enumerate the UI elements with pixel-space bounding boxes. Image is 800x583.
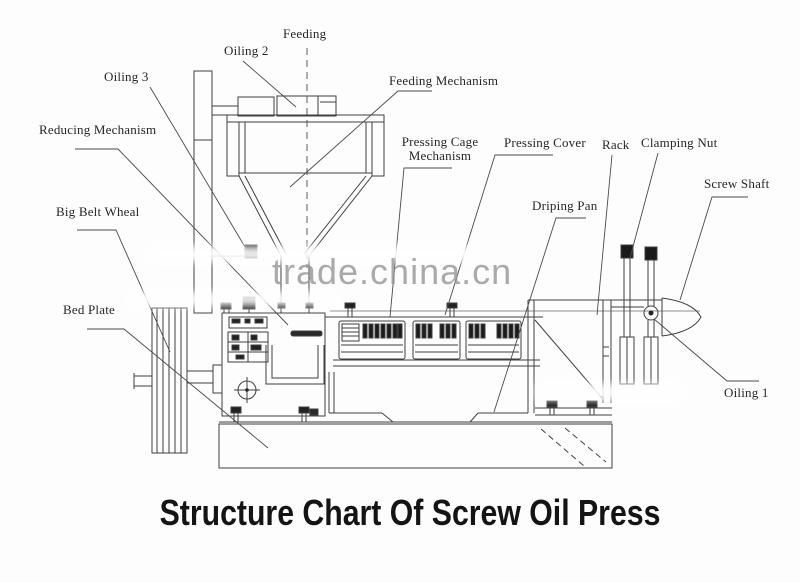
label-screw-shaft: Screw Shaft xyxy=(704,176,770,191)
pressing-cage-leader xyxy=(389,167,452,318)
label-pressing-cover: Pressing Cover xyxy=(504,135,586,150)
clamping-nut-leader xyxy=(629,152,659,259)
label-clamping-nut: Clamping Nut xyxy=(641,135,718,150)
label-reducing-mechanism: Reducing Mechanism xyxy=(39,122,157,137)
label-oiling-2: Oiling 2 xyxy=(224,43,269,58)
drip-pan xyxy=(328,300,535,423)
big-belt-wheal-leader xyxy=(77,229,171,353)
label-oiling-3: Oiling 3 xyxy=(104,69,149,84)
oil-pipe-post xyxy=(193,70,239,314)
pressing-cage xyxy=(333,320,540,367)
label-feeding: Feeding xyxy=(283,26,327,41)
clamping-nut-bolts xyxy=(619,244,659,385)
rack-leader xyxy=(596,154,613,316)
feeder-boxes xyxy=(237,95,337,117)
bed-plate-shape xyxy=(218,406,613,469)
reducing-mechanism-leader xyxy=(75,148,289,326)
big-belt-wheel xyxy=(133,307,223,454)
screw-shaft-cone xyxy=(661,297,702,337)
bed-plate-leader xyxy=(87,328,269,449)
scan-smudge xyxy=(128,292,338,306)
label-driping-pan: Driping Pan xyxy=(532,198,598,213)
label-bed-plate: Bed Plate xyxy=(63,302,115,317)
oiling3-leader xyxy=(149,86,249,253)
feeding-mechanism-leader xyxy=(289,90,432,188)
oiling2-leader xyxy=(242,60,297,108)
label-big-belt-wheal: Big Belt Wheal xyxy=(56,204,140,219)
scan-smudge xyxy=(148,246,480,262)
gearbox xyxy=(220,296,326,417)
leader-lines xyxy=(75,48,759,449)
label-feeding-mechanism: Feeding Mechanism xyxy=(389,73,499,88)
watermark-text: trade.china.cn xyxy=(272,251,513,292)
oiling1-leader xyxy=(653,318,759,382)
label-rack: Rack xyxy=(602,137,630,152)
scan-smudge xyxy=(536,384,686,400)
driping-pan-leader xyxy=(493,217,586,413)
label-pressing-cage-mechanism: Pressing Cage Mechanism xyxy=(401,134,479,164)
label-oiling-1: Oiling 1 xyxy=(724,385,769,400)
press-barrel xyxy=(325,302,543,318)
diagram-title: Structure Chart Of Screw Oil Press xyxy=(159,492,661,533)
screw-shaft-leader xyxy=(679,196,748,301)
